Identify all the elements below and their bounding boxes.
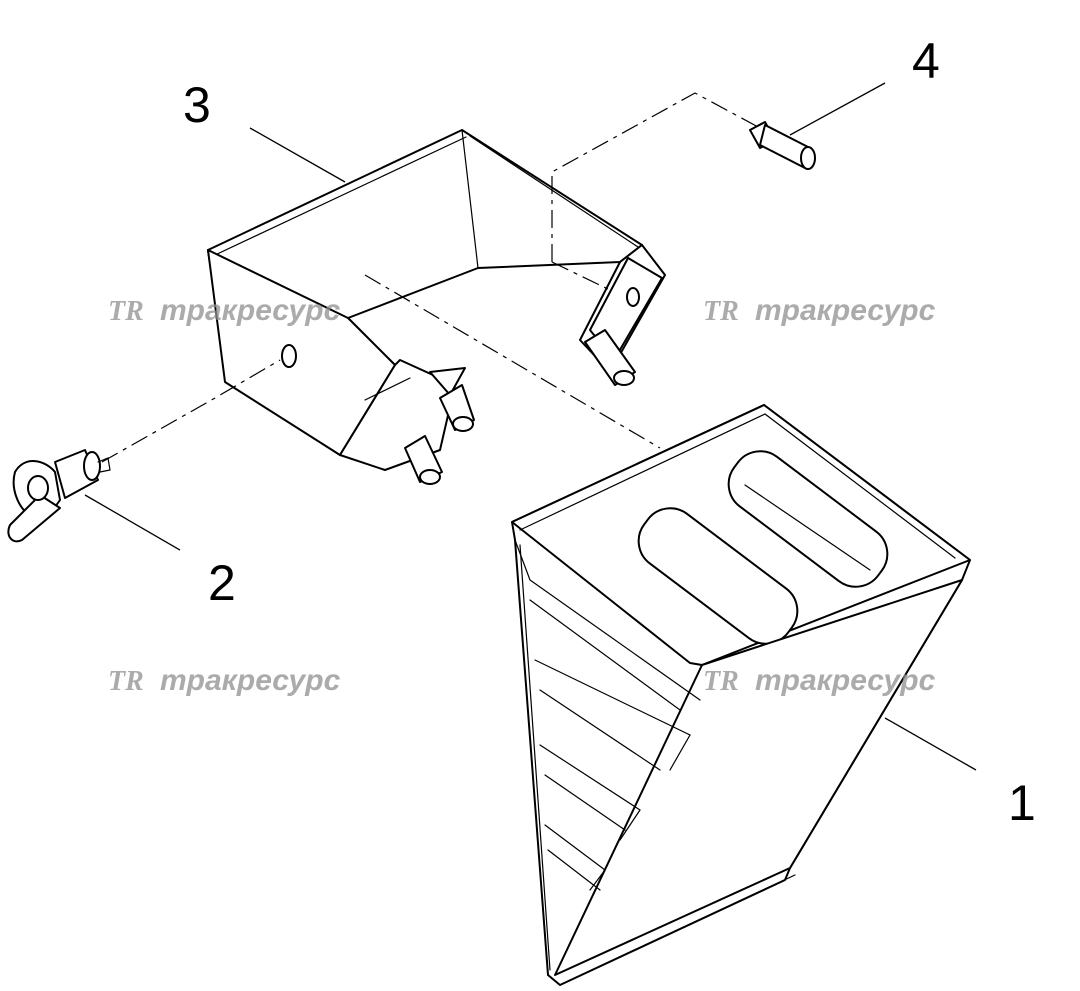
part-3-bracket [207, 129, 666, 485]
part-1-chute [511, 404, 971, 986]
assembly-axis-lines [101, 92, 761, 463]
callout-2: 2 [208, 555, 236, 611]
watermark-logo: TR [703, 666, 739, 697]
watermark: TR тракресурс TR тракресурс TR тракресур… [108, 294, 936, 697]
part-2-wing-screw [7, 449, 111, 543]
callout-3: 3 [183, 77, 211, 133]
leader-line-3 [249, 127, 346, 183]
leader-line-2 [84, 494, 181, 551]
watermark-text: тракресурс [160, 664, 341, 697]
watermark-logo: TR [108, 666, 144, 697]
watermark-logo: TR [703, 296, 739, 327]
watermark-text: тракресурс [755, 294, 936, 327]
callout-1: 1 [1008, 775, 1036, 831]
watermark-logo: TR [108, 296, 144, 327]
watermark-text: тракресурс [755, 664, 936, 697]
leader-lines [84, 82, 977, 771]
leader-line-4 [789, 82, 886, 136]
watermark-text: тракресурс [160, 294, 341, 327]
leader-line-1 [884, 717, 977, 771]
callouts: 1 2 3 4 [183, 33, 1036, 831]
callout-4: 4 [912, 33, 940, 89]
part-4-pin [749, 121, 816, 170]
